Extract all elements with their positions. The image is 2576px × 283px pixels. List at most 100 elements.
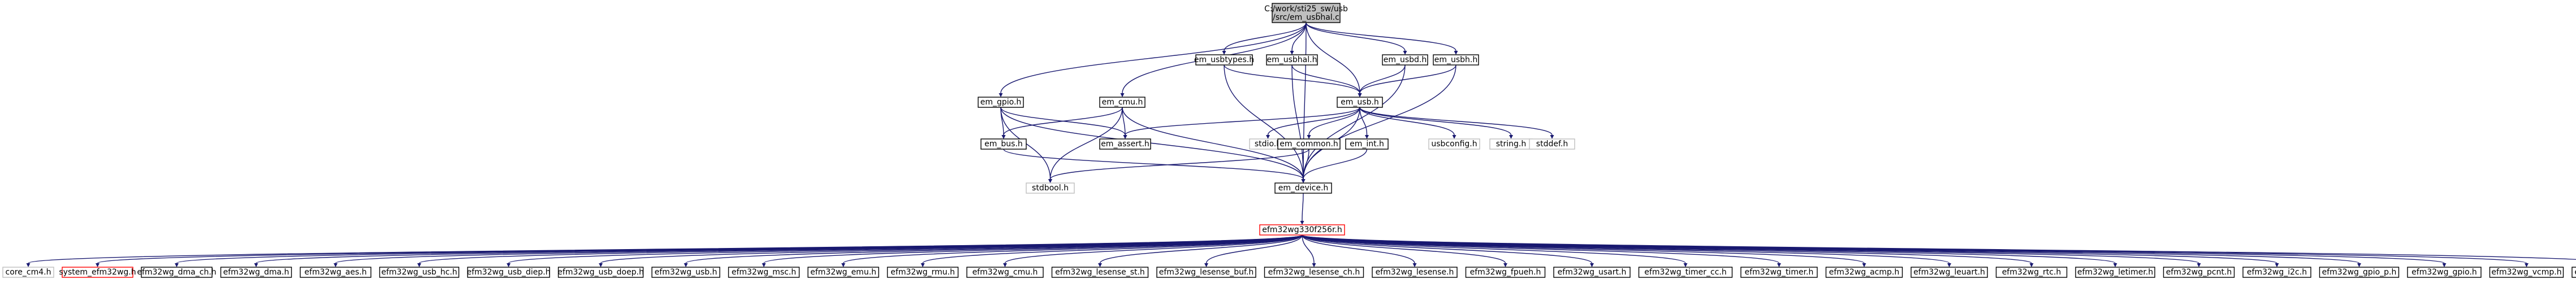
node-label: efm32wg_msc.h (732, 268, 796, 277)
node-label: efm32wg_lesense_st.h (1055, 268, 1145, 277)
edge-arrowhead (2113, 263, 2117, 267)
node-label: efm32wg_usb_hc.h (381, 268, 457, 277)
edge-arrowhead (1312, 263, 1316, 267)
node-em-usbh-h[interactable]: em_usbh.h (1433, 54, 1479, 66)
edge-root-to-em_usb_h (1306, 22, 1360, 94)
node-label: efm32wg_acmp.h (1829, 268, 1899, 277)
node-b25[interactable]: efm32wg_gpio_p.h (2319, 267, 2400, 278)
edge-arrowhead (1777, 263, 1781, 267)
node-b6[interactable]: efm32wg_usb.h (651, 267, 720, 278)
edge-arrowhead (920, 263, 925, 267)
node-label: em_usbtypes.h (1194, 55, 1254, 64)
node-b28[interactable]: efm32wg_prs_ch.h (2571, 267, 2576, 278)
edge-arrowhead (1048, 179, 1052, 183)
edge-efm32wg330f256r-to-b11 (1099, 234, 1303, 264)
edge-arrowhead (1503, 263, 1507, 267)
node-em-common-h[interactable]: em_common.h (1277, 138, 1341, 150)
node-em-gpio-h[interactable]: em_gpio.h (978, 97, 1024, 108)
node-b8[interactable]: efm32wg_emu.h (807, 267, 879, 278)
edge-arrowhead (1590, 263, 1594, 267)
node-label: efm32wg_leuart.h (1913, 268, 1985, 277)
edge-efm32wg330f256r-to-b17 (1302, 234, 1686, 264)
edge-efm32wg330f256r-to-b1 (256, 234, 1303, 264)
node-label: efm32wg_emu.h (810, 268, 876, 277)
node-b26[interactable]: efm32wg_gpio.h (2407, 267, 2482, 278)
root-label-line2: /src/em_usbhal.c (1273, 13, 1339, 22)
node-label: efm32wg_vcmp.h (2491, 268, 2561, 277)
node-b11[interactable]: efm32wg_lesense_st.h (1051, 267, 1149, 278)
node-b1[interactable]: efm32wg_dma.h (220, 267, 292, 278)
edge-em_usbh_h-to-em_device_h (1303, 64, 1456, 180)
node-b5[interactable]: efm32wg_usb_doep.h (557, 267, 644, 278)
edge-efm32wg330f256r-to-b16 (1302, 234, 1593, 264)
edge-arrowhead (334, 263, 338, 267)
node-b13[interactable]: efm32wg_lesense_ch.h (1264, 267, 1364, 278)
edge-efm32wg330f256r-to-b7 (763, 234, 1303, 264)
node-label: stdbool.h (1032, 184, 1069, 193)
node-em-usbd-h[interactable]: em_usbd.h (1382, 54, 1428, 66)
edge-efm32wg330f256r-to-b10 (1004, 234, 1303, 264)
edge-arrowhead (417, 263, 421, 267)
edge-arrowhead (1123, 135, 1127, 139)
node-label: em_usb.h (1341, 98, 1379, 107)
node-b19[interactable]: efm32wg_acmp.h (1825, 267, 1903, 278)
node-b18[interactable]: efm32wg_timer.h (1740, 267, 1818, 278)
node-label: em_common.h (1280, 140, 1338, 149)
node-label: em_gpio.h (980, 98, 1022, 107)
edge-em_usb_h-to-stddef_h (1359, 107, 1553, 136)
edge-efm32wg330f256r-to-b13 (1302, 234, 1315, 264)
node-b20[interactable]: efm32wg_leuart.h (1911, 267, 1988, 278)
node-em-bus-h[interactable]: em_bus.h (980, 138, 1027, 150)
edge-em_int_h-to-em_device_h (1303, 149, 1368, 180)
edge-root-to-em_device_h (1303, 22, 1307, 180)
node-label: efm32wg_dma_ch.h (137, 268, 216, 277)
node-em-int-h[interactable]: em_int.h (1345, 138, 1389, 150)
node-core-cm4-h: core_cm4.h (2, 267, 54, 278)
node-label: em_bus.h (984, 140, 1023, 149)
node-b12[interactable]: efm32wg_lesense_buf.h (1156, 267, 1256, 278)
node-em-device-h[interactable]: em_device.h (1274, 182, 1332, 194)
edge-arrowhead (999, 93, 1003, 97)
node-b3[interactable]: efm32wg_usb_hc.h (379, 267, 460, 278)
node-label: efm32wg_rtc.h (2002, 268, 2061, 277)
node-em-cmu-h[interactable]: em_cmu.h (1099, 97, 1146, 108)
node-efm32wg330f256r[interactable]: efm32wg330f256r.h (1259, 224, 1345, 236)
node-em-usb-h[interactable]: em_usb.h (1337, 97, 1383, 108)
node-b0[interactable]: efm32wg_dma_ch.h (137, 267, 217, 278)
edge-root-to-em_usbtypes_h (1224, 22, 1307, 51)
node-b15[interactable]: efm32wg_fpueh.h (1465, 267, 1546, 278)
node-system-efm32wg-h[interactable]: system_efm32wg.h (59, 267, 136, 278)
edge-arrowhead (2275, 263, 2279, 267)
node-em-usbhal-h[interactable]: em_usbhal.h (1266, 54, 1318, 66)
edge-arrowhead (1454, 51, 1458, 55)
node-label: efm32wg_lesense.h (1376, 268, 1454, 277)
node-b17[interactable]: efm32wg_timer_cc.h (1638, 267, 1733, 278)
node-b14[interactable]: efm32wg_lesense.h (1372, 267, 1458, 278)
edge-root-to-em_gpio_h (1000, 22, 1307, 94)
edge-efm32wg330f256r-to-b9 (922, 234, 1303, 264)
edge-arrowhead (26, 263, 31, 267)
edge-arrowhead (1307, 135, 1311, 139)
edge-arrowhead (599, 263, 603, 267)
node-em-assert-h[interactable]: em_assert.h (1099, 138, 1151, 150)
node-b21[interactable]: efm32wg_rtc.h (1995, 267, 2068, 278)
node-b2[interactable]: efm32wg_aes.h (300, 267, 371, 278)
edge-arrowhead (1452, 135, 1456, 139)
node-b22[interactable]: efm32wg_letimer.h (2075, 267, 2155, 278)
node-b23[interactable]: efm32wg_pcnt.h (2163, 267, 2235, 278)
node-em-usbtypes-h[interactable]: em_usbtypes.h (1194, 54, 1254, 66)
node-b16[interactable]: efm32wg_usart.h (1553, 267, 1631, 278)
node-b9[interactable]: efm32wg_rmu.h (887, 267, 959, 278)
node-b24[interactable]: efm32wg_i2c.h (2242, 267, 2311, 278)
node-b10[interactable]: efm32wg_cmu.h (966, 267, 1044, 278)
node-b27[interactable]: efm32wg_vcmp.h (2489, 267, 2564, 278)
edge-efm32wg330f256r-to-b25 (1302, 234, 2360, 264)
edge-em_usbhal_h-to-em_device_h (1291, 64, 1304, 180)
node-root: C:/work/sti25_sw/usb /src/em_usbhal.c (1264, 3, 1348, 23)
edge-em_cmu_h-to-em_bus_h (1003, 107, 1123, 136)
node-b7[interactable]: efm32wg_msc.h (728, 267, 800, 278)
node-stdio-h: stdio.h (1249, 138, 1287, 150)
node-b4[interactable]: efm32wg_usb_diep.h (467, 267, 551, 278)
edge-arrowhead (1204, 263, 1208, 267)
